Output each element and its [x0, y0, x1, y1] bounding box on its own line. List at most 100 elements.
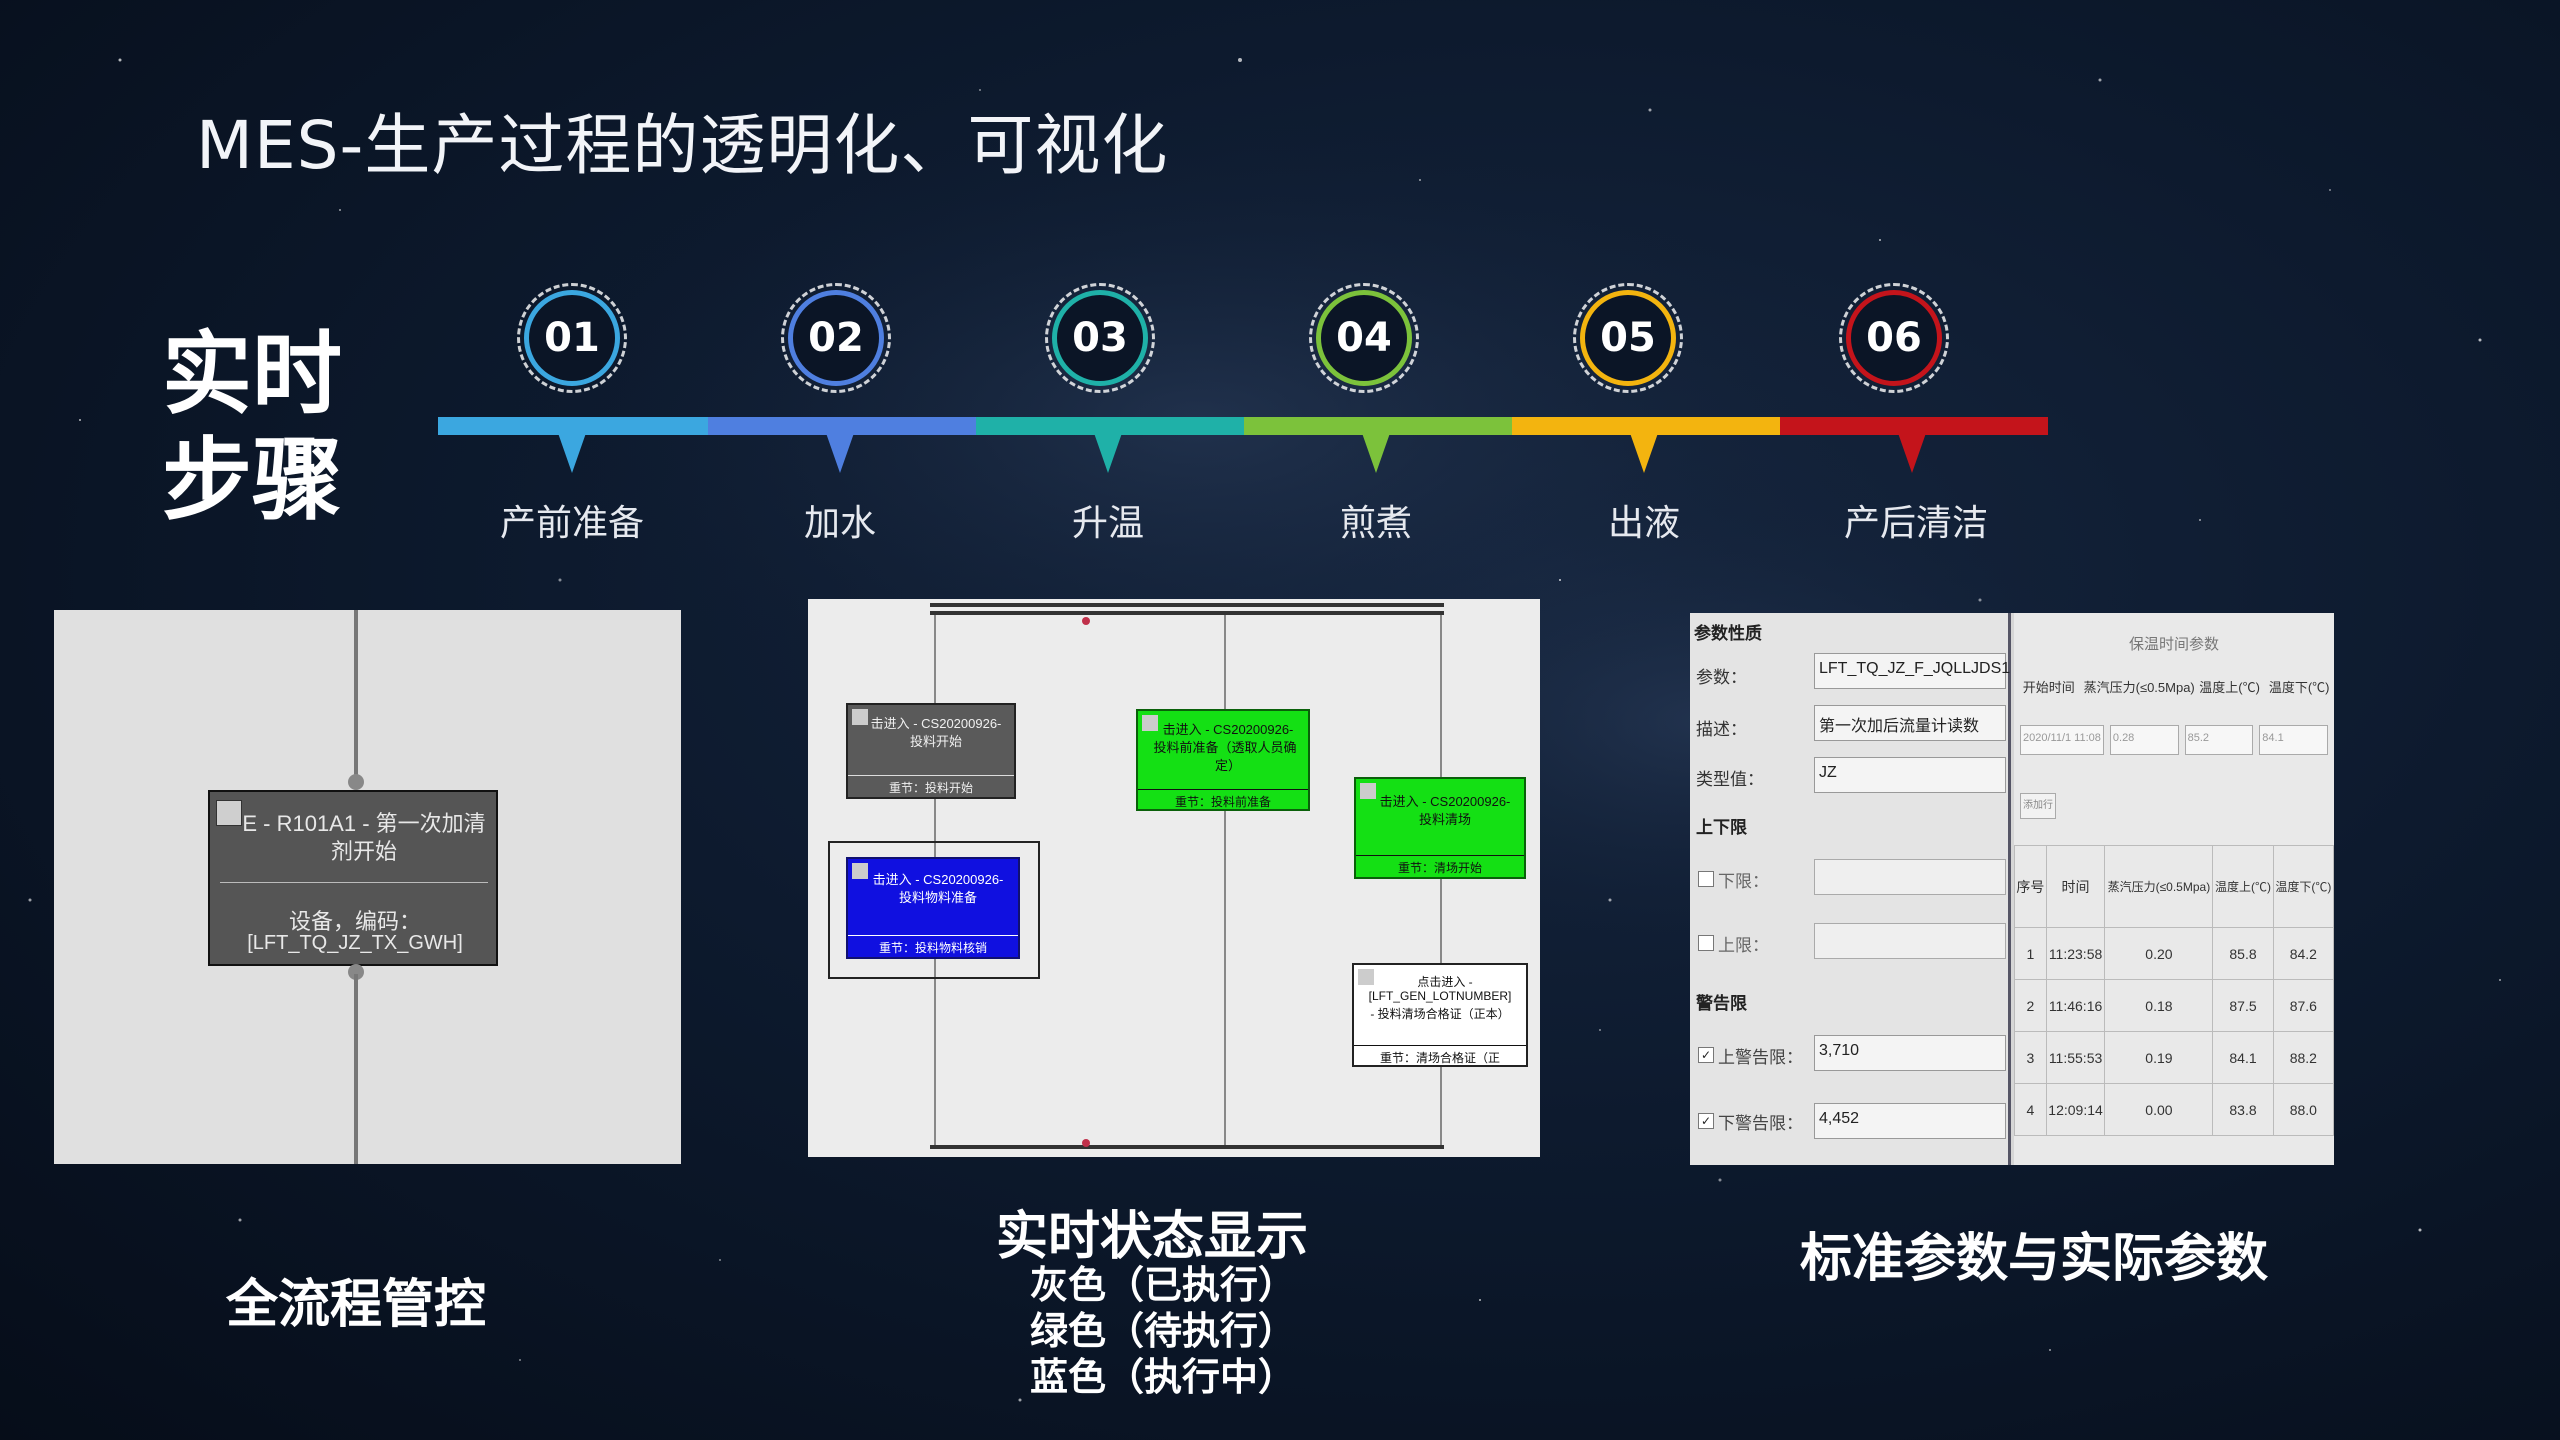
table-cell: 88.0: [2272, 1083, 2335, 1136]
node-divider: [1138, 789, 1308, 790]
param-input[interactable]: LFT_TQ_JZ_F_JQLLJDS1: [1814, 653, 2010, 689]
flow-dot-top: [348, 774, 364, 790]
params-panel: 参数性质 参数： LFT_TQ_JZ_F_JQLLJDS1 描述： 第一次加后流…: [1690, 613, 2335, 1165]
step-number: 03: [1072, 315, 1128, 361]
table-cell: 0.00: [2104, 1083, 2214, 1136]
node-title-line-1: E - R101A1 - 第一次加清: [242, 811, 486, 836]
step-number: 06: [1866, 315, 1922, 361]
table-cell: 87.6: [2272, 979, 2335, 1032]
step-circle-03: 03: [1045, 283, 1155, 393]
step-label-05: 出液: [1607, 503, 1680, 544]
step-pointer-02: [826, 433, 854, 473]
node-divider: [848, 935, 1018, 936]
alarm-lower-input[interactable]: 4,452: [1814, 1103, 2006, 1139]
node-line-2: [LFT_GEN_LOTNUMBER]: [1368, 989, 1512, 1003]
top-cols-row: 开始时间 蒸汽压力(≤0.5Mpa) 温度上(℃) 温度下(℃): [2014, 677, 2334, 713]
top-value[interactable]: 2020/11/1 11:08: [2020, 725, 2104, 755]
section-alarm: 警告限: [1696, 994, 1747, 1013]
upper-checkbox[interactable]: [1698, 935, 1714, 951]
upper-label: 上限：: [1718, 936, 1769, 955]
alarm-upper-input[interactable]: 3,710: [1814, 1035, 2006, 1071]
table-cell: 11:46:16: [2045, 979, 2106, 1032]
flow-line-top: [354, 610, 358, 780]
step-number: 04: [1336, 315, 1392, 361]
top-col: 温度下(℃): [2268, 680, 2330, 695]
col-header: 蒸汽压力(≤0.5Mpa): [2104, 845, 2214, 928]
step-label-06: 产后清洁: [1843, 503, 1988, 544]
side-title-line-1: 实时: [162, 322, 342, 427]
params-form: 参数性质 参数： LFT_TQ_JZ_F_JQLLJDS1 描述： 第一次加后流…: [1690, 613, 2011, 1165]
status-node-gray[interactable]: 击进入 - CS20200926- 投料开始 重节：投料开始: [846, 703, 1016, 799]
node-divider: [1354, 1045, 1526, 1046]
legend-blue: 蓝色（执行中）: [1030, 1355, 1297, 1399]
flow-node-box[interactable]: E - R101A1 - 第一次加清 剂开始 设备，编码： [LFT_TQ_JZ…: [208, 790, 498, 966]
node-icon: [1360, 783, 1376, 799]
node-footer: 重节：投料物料核销: [878, 941, 987, 955]
step-pointer-06: [1898, 433, 1926, 473]
step-label-02: 加水: [803, 503, 876, 544]
step-label-04: 煎煮: [1339, 503, 1412, 544]
step-bar-01: [438, 417, 708, 435]
node-title-line-2: 剂开始: [330, 839, 397, 864]
params-table: 序号 时间 蒸汽压力(≤0.5Mpa) 温度上(℃) 温度下(℃) 1 11:2…: [2014, 845, 2335, 1136]
upper-input[interactable]: [1814, 923, 2006, 959]
panel2-caption: 实时状态显示: [996, 1207, 1309, 1267]
table-row[interactable]: 2 11:46:16 0.18 87.5 87.6: [2014, 979, 2335, 1032]
flow-dot-bottom: [348, 964, 364, 980]
step-number: 02: [808, 315, 864, 361]
table-row[interactable]: 3 11:55:53 0.19 84.1 88.2: [2014, 1031, 2335, 1084]
top-col: 蒸汽压力(≤0.5Mpa): [2083, 680, 2195, 695]
table-cell: 11:23:58: [2045, 927, 2106, 980]
type-input[interactable]: JZ: [1814, 757, 2006, 793]
params-table-area: 保温时间参数 开始时间 蒸汽压力(≤0.5Mpa) 温度上(℃) 温度下(℃) …: [2014, 613, 2335, 1165]
node-icon: [852, 863, 868, 879]
alarm-upper-checkbox[interactable]: ✓: [1698, 1047, 1714, 1063]
node-footer: 重节：投料前准备: [1174, 795, 1271, 809]
step-label-03: 升温: [1071, 503, 1144, 544]
node-line-1: 击进入 - CS20200926-: [1162, 722, 1294, 737]
table-cell: 87.5: [2212, 979, 2274, 1032]
table-row[interactable]: 4 12:09:14 0.00 83.8 88.0: [2014, 1083, 2335, 1136]
node-footer: 重节：投料开始: [888, 781, 973, 795]
table-row[interactable]: 1 11:23:58 0.20 85.8 84.2: [2014, 927, 2335, 980]
status-node-green-1[interactable]: 击进入 - CS20200926- 投料前准备（透取人员确 定） 重节：投料前准…: [1136, 709, 1310, 811]
add-row-button[interactable]: 添加行: [2020, 793, 2056, 819]
step-pointer-03: [1094, 433, 1122, 473]
col-header: 时间: [2045, 845, 2106, 928]
col-header: 序号: [2014, 845, 2047, 928]
step-pointer-05: [1630, 433, 1658, 473]
table-cell: 0.19: [2104, 1031, 2214, 1084]
table-cell: 88.2: [2272, 1031, 2335, 1084]
table-cell: 1: [2014, 927, 2047, 980]
desc-input[interactable]: 第一次加后流量计读数: [1814, 705, 2006, 741]
step-pointer-01: [558, 433, 586, 473]
node-footer: 重节：清场开始: [1397, 861, 1482, 875]
param-label: 参数：: [1696, 668, 1747, 687]
table-cell: 83.8: [2212, 1083, 2274, 1136]
top-value[interactable]: 85.2: [2184, 725, 2254, 755]
top-value[interactable]: 84.1: [2259, 725, 2328, 755]
top-values-row: 2020/11/1 11:08 0.28 85.2 84.1: [2014, 725, 2334, 755]
alarm-lower-checkbox[interactable]: ✓: [1698, 1113, 1714, 1129]
status-node-white[interactable]: 点击进入 - [LFT_GEN_LOTNUMBER] - 投料清场合格证（正本）…: [1352, 963, 1528, 1067]
step-number: 01: [544, 315, 600, 361]
top-col: 开始时间: [2022, 680, 2075, 695]
status-node-blue[interactable]: 击进入 - CS20200926- 投料物料准备 重节：投料物料核销: [846, 857, 1020, 959]
node-line-2: 投料前准备（透取人员确: [1153, 740, 1297, 755]
node-line-3: 定）: [1214, 758, 1241, 773]
lane-line-2: [1224, 615, 1226, 1145]
lower-input[interactable]: [1814, 859, 2006, 895]
lane-line-3: [1440, 615, 1442, 1145]
process-flow-panel: E - R101A1 - 第一次加清 剂开始 设备，编码： [LFT_TQ_JZ…: [54, 610, 681, 1164]
alarm-lower-label: 下警告限：: [1718, 1114, 1803, 1133]
node-line-2: 投料开始: [909, 734, 962, 749]
lower-checkbox[interactable]: [1698, 871, 1714, 887]
top-value[interactable]: 0.28: [2109, 725, 2179, 755]
bottom-rail-dot: [1082, 1139, 1090, 1147]
slide-title: MES-生产过程的透明化、可视化: [196, 107, 1169, 184]
node-footer: 重节：清场合格证（正: [1379, 1051, 1500, 1065]
table-header: 保温时间参数: [2128, 636, 2219, 653]
step-circle-01: 01: [517, 283, 627, 393]
status-node-green-2[interactable]: 击进入 - CS20200926- 投料清场 重节：清场开始: [1354, 777, 1526, 879]
node-icon: [216, 800, 242, 826]
